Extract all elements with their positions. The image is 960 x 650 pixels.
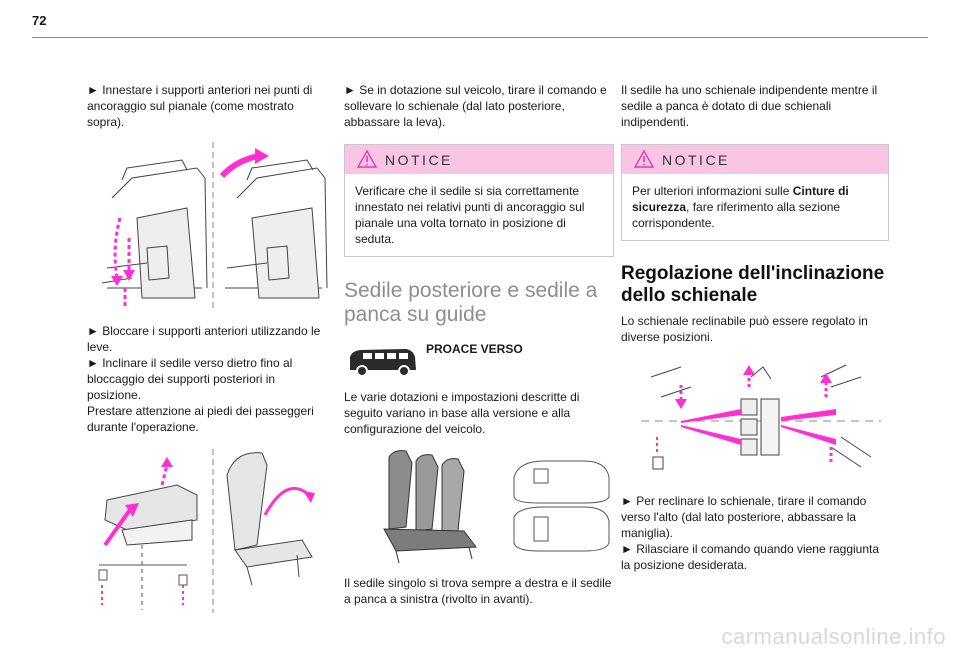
paragraph-seat-position: Il sedile singolo si trova sempre a dest… [344, 576, 612, 606]
notice-box-anchorage: NOTICE Verificare che il sedile si sia c… [344, 144, 614, 257]
instruction-raise-backrest: ► Se in dotazione sul veicolo, tirare il… [344, 83, 607, 129]
vehicle-tag-row: PROACE VERSO [344, 341, 614, 381]
instruction-engage-supports: ► Innestare i supporti anteriori nei pun… [87, 83, 313, 129]
footer: carmanualsonline.info [0, 622, 960, 649]
warning-icon [634, 150, 654, 168]
column-3: Il sedile ha uno schienale indipendente … [621, 82, 889, 573]
figure-bench-and-single-seat [383, 450, 610, 564]
notice-title: NOTICE [385, 152, 453, 168]
page-number: 72 [32, 13, 47, 28]
notice-header: NOTICE [345, 145, 613, 174]
watermark-text: carmanualsonline.info [721, 624, 946, 649]
figure-backrest-recline [641, 364, 881, 470]
header-rule [32, 37, 928, 38]
figure-seat-supports-engage [87, 138, 331, 313]
paragraph-independent-backrests: Il sedile ha uno schienale indipendente … [621, 83, 878, 129]
section-heading-rail-seats: Sedile posteriore e sedile a panca su gu… [344, 279, 598, 326]
paragraph-recline-positions: Lo schienale reclinabile può essere rego… [621, 314, 868, 344]
seat-belts-reference: Cinture di sicurezza [632, 184, 849, 214]
notice-text-post: , fare riferimento alla sezione corrispo… [632, 200, 841, 230]
column-1: ► Innestare i supporti anteriori nei pun… [87, 82, 331, 615]
instruction-caution-feet: Prestare attenzione ai piedi dei passegg… [87, 404, 314, 434]
notice-body: Per ulteriori informazioni sulle Cinture… [622, 174, 888, 240]
column-2: ► Se in dotazione sul veicolo, tirare il… [344, 82, 614, 607]
notice-box-seat-belts: NOTICE Per ulteriori informazioni sulle … [621, 144, 889, 241]
vehicle-model-tag: PROACE VERSO [426, 342, 523, 356]
instruction-tilt-seat: ► Inclinare il sedile verso dietro fino … [87, 356, 293, 402]
notice-title: NOTICE [662, 152, 730, 168]
warning-icon [357, 150, 377, 168]
figure-seat-tilt [98, 449, 315, 613]
section-heading-backrest-recline: Regolazione dell'inclinazione dello schi… [621, 263, 885, 306]
notice-body: Verificare che il sedile si sia corretta… [355, 184, 585, 246]
notice-text-pre: Per ulteriori informazioni sulle [632, 184, 793, 198]
paragraph-version-note: Le varie dotazioni e impostazioni descri… [344, 390, 580, 436]
instruction-pull-control: ► Per reclinare lo schienale, tirare il … [621, 494, 867, 540]
notice-header: NOTICE [622, 145, 888, 174]
instruction-release-control: ► Rilasciare il comando quando viene rag… [621, 542, 880, 572]
van-icon [350, 349, 416, 377]
instruction-lock-supports: ► Bloccare i supporti anteriori utilizza… [87, 324, 321, 354]
